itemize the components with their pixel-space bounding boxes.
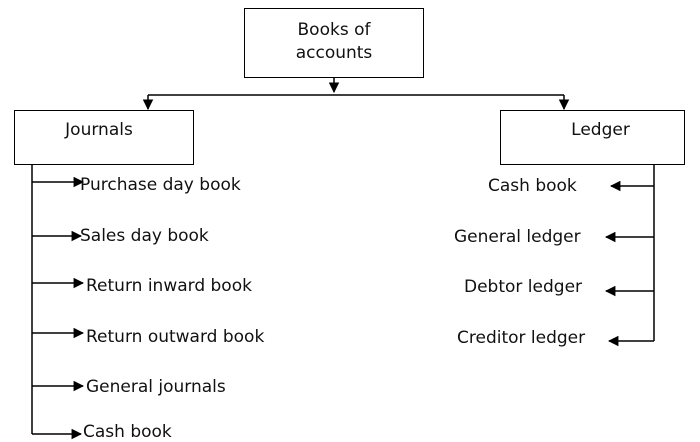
journals-item-sales-day-book: Sales day book bbox=[80, 226, 209, 246]
ledger-label: Ledger bbox=[571, 120, 630, 140]
root-node-box: Books of accounts bbox=[244, 8, 424, 78]
ledger-item-debtor-ledger: Debtor ledger bbox=[464, 277, 583, 297]
journals-label: Journals bbox=[65, 120, 133, 140]
ledger-item-cash-book: Cash book bbox=[488, 176, 577, 196]
root-label-line2: accounts bbox=[295, 43, 373, 63]
journals-item-purchase-day-book: Purchase day book bbox=[80, 175, 241, 195]
ledger-item-general-ledger: General ledger bbox=[454, 227, 581, 247]
journals-item-general-journals: General journals bbox=[86, 377, 226, 397]
ledger-item-creditor-ledger: Creditor ledger bbox=[457, 328, 586, 348]
journals-item-return-outward-book: Return outward book bbox=[86, 327, 265, 347]
journals-item-return-inward-book: Return inward book bbox=[86, 276, 252, 296]
journals-node-box: Journals bbox=[14, 110, 194, 165]
journals-item-cash-book: Cash book bbox=[83, 422, 172, 442]
ledger-node-box: Ledger bbox=[500, 110, 685, 165]
root-label-line1: Books of bbox=[297, 20, 371, 40]
